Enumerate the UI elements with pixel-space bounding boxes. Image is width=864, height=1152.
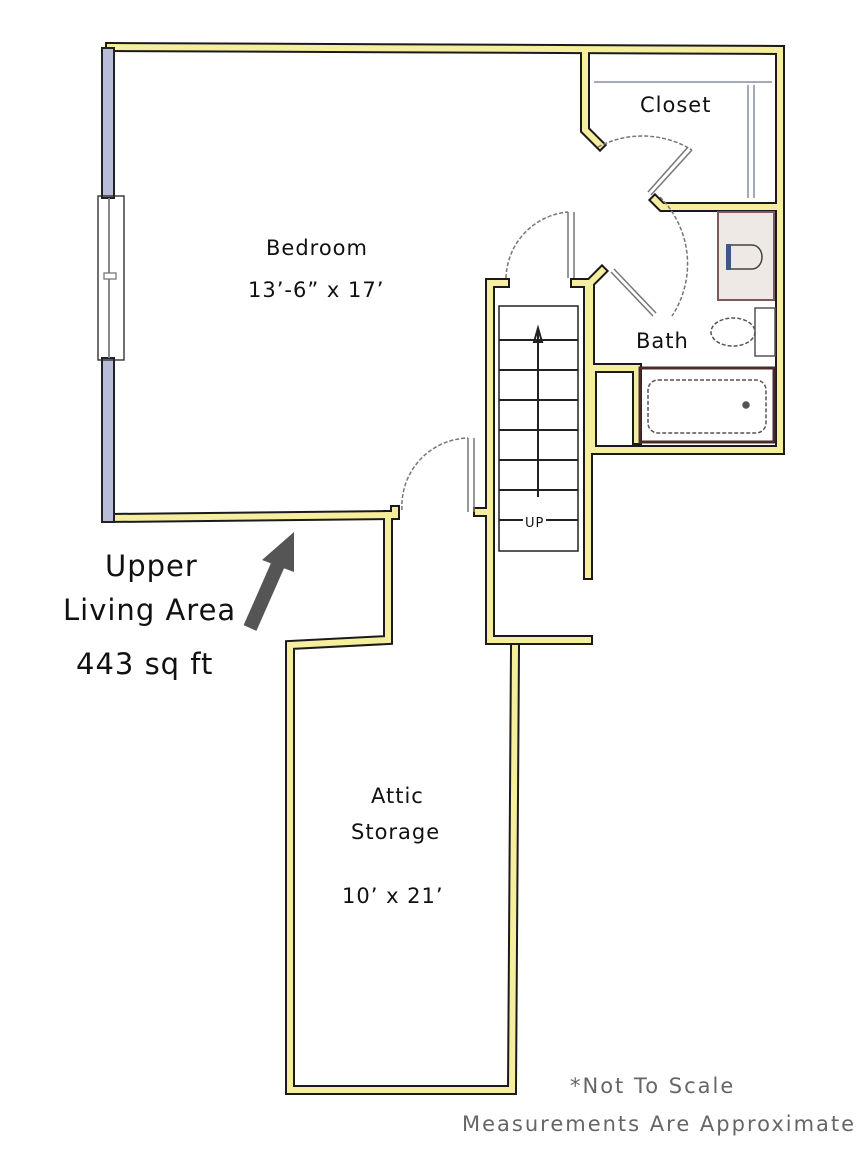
wall-segment <box>106 507 398 522</box>
bath-fixtures <box>638 211 776 444</box>
bedroom-dims: 13’-6” x 17’ <box>248 278 385 302</box>
stair-up-arrow-icon <box>532 324 544 343</box>
wall-segment <box>589 365 640 453</box>
callout-line2: Living Area <box>63 593 237 627</box>
not-to-scale-note: *Not To Scale <box>570 1074 736 1098</box>
callout-line1: Upper <box>105 549 198 583</box>
staircase <box>498 305 579 552</box>
stairs-label: UP <box>523 516 547 531</box>
doors <box>401 135 693 511</box>
attic-label-line1: Attic <box>371 784 424 808</box>
wall-segment <box>287 512 519 1093</box>
wall-segment <box>582 47 605 150</box>
closet-shelf <box>594 81 772 198</box>
callout-line3: 443 sq ft <box>76 647 214 681</box>
walls <box>104 41 785 1095</box>
attic-dims: 10’ x 21’ <box>342 884 444 908</box>
wall-segment-edge <box>587 363 642 455</box>
wall-segment <box>106 43 783 453</box>
door-leaves <box>467 146 693 512</box>
attic-label-line2: Storage <box>351 820 441 844</box>
bath-label: Bath <box>636 329 689 353</box>
window <box>97 47 125 523</box>
wall-segment <box>650 195 778 210</box>
bedroom-label: Bedroom <box>266 236 368 260</box>
measurements-note: Measurements Are Approximate <box>462 1112 857 1136</box>
area-arrow <box>243 532 294 631</box>
closet-label: Closet <box>640 93 712 117</box>
